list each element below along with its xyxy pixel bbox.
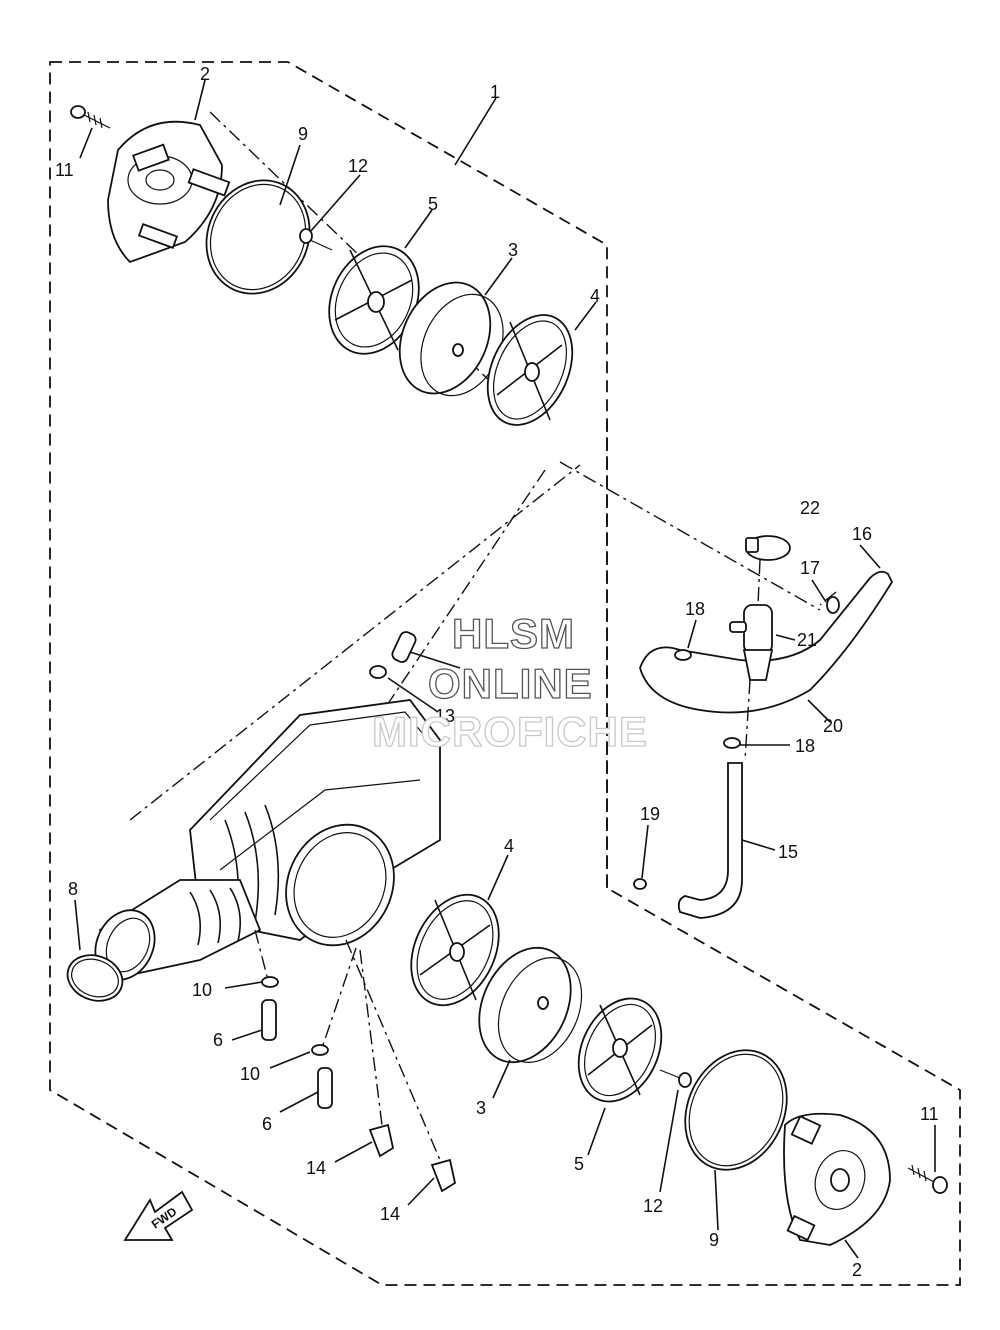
callout-1: 1 <box>490 82 500 102</box>
callout-17: 17 <box>800 558 820 578</box>
air-cleaner-cover-top[interactable] <box>107 120 231 264</box>
screw-11-lower[interactable] <box>907 1164 948 1194</box>
fwd-arrow-icon: FWD <box>123 1190 194 1241</box>
clip-10b[interactable] <box>311 1044 329 1056</box>
callout-3-top: 3 <box>508 240 518 260</box>
callout-4-lower: 4 <box>504 836 514 856</box>
callout-13: 13 <box>435 706 455 726</box>
callout-22: 22 <box>800 498 820 518</box>
o-ring-top[interactable] <box>188 163 328 310</box>
callout-15: 15 <box>778 842 798 862</box>
filter-element-lower[interactable] <box>462 933 598 1077</box>
callout-21: 21 <box>797 630 817 650</box>
drain-hose-6a[interactable] <box>261 999 277 1041</box>
callout-12-lower: 12 <box>643 1196 663 1216</box>
breather-hose-15[interactable] <box>677 762 743 919</box>
watermark-line-2: ONLINE <box>428 660 593 707</box>
leader-lines <box>74 79 936 1259</box>
screw-top[interactable] <box>70 105 111 129</box>
callout-12-top: 12 <box>348 156 368 176</box>
callout-16: 16 <box>852 524 872 544</box>
drain-plug-14a[interactable] <box>368 1123 395 1158</box>
element-holder-top[interactable] <box>471 301 589 438</box>
callout-labels: 1 2 11 9 12 5 3 4 22 16 17 18 21 20 18 1… <box>55 64 939 1280</box>
callout-14-b: 14 <box>380 1204 400 1224</box>
callout-9-lower: 9 <box>709 1230 719 1250</box>
callout-11-top: 11 <box>55 160 74 180</box>
callout-10-a: 10 <box>192 980 212 1000</box>
clip-13[interactable] <box>369 665 387 679</box>
callout-3-lower: 3 <box>476 1098 486 1118</box>
callout-6-a: 6 <box>213 1030 223 1050</box>
drain-hose-6b[interactable] <box>317 1067 333 1109</box>
callout-18-lower: 18 <box>795 736 815 756</box>
watermark-line-1: HLSM <box>452 610 575 657</box>
callout-8: 8 <box>68 879 78 899</box>
callout-6-b: 6 <box>262 1114 272 1134</box>
element-holder-lower[interactable] <box>394 881 516 1020</box>
hose-clamp-8[interactable] <box>61 948 129 1008</box>
clamp-22[interactable] <box>745 535 791 561</box>
breather-valve-21[interactable] <box>729 604 774 681</box>
air-cleaner-cover-lower[interactable] <box>783 1112 891 1246</box>
callout-19: 19 <box>640 804 660 824</box>
clip-19[interactable] <box>633 878 647 890</box>
watermark: HLSM ONLINE MICROFICHE <box>371 609 648 755</box>
breather-guide-lines <box>744 559 837 761</box>
hose-guide-lines <box>254 929 357 1049</box>
breather-hose-20[interactable] <box>639 570 894 714</box>
drain-plug-14b[interactable] <box>430 1158 457 1193</box>
plug-guide-lines <box>345 939 441 1161</box>
callout-20: 20 <box>823 716 843 736</box>
clip-18b[interactable] <box>723 737 741 749</box>
joint-7[interactable] <box>390 630 417 664</box>
assembly-boundary <box>49 61 961 1286</box>
clip-18a[interactable] <box>674 649 692 661</box>
callout-5-lower: 5 <box>574 1154 584 1174</box>
watermark-line-3: MICROFICHE <box>372 708 648 755</box>
clip-17[interactable] <box>826 596 840 614</box>
element-guide-lower[interactable] <box>563 985 678 1115</box>
screw-12-lower[interactable] <box>659 1069 692 1088</box>
callout-5-top: 5 <box>428 194 438 214</box>
callout-11-lower: 11 <box>920 1104 939 1124</box>
clip-10a[interactable] <box>261 976 279 988</box>
callout-2-lower: 2 <box>852 1260 862 1280</box>
callout-4-top: 4 <box>590 286 600 306</box>
callout-18-upper: 18 <box>685 599 705 619</box>
air-cleaner-case[interactable] <box>189 699 441 963</box>
callout-2-top: 2 <box>200 64 210 84</box>
o-ring-lower[interactable] <box>666 1034 805 1187</box>
callout-9-top: 9 <box>298 124 308 144</box>
screw-12-top[interactable] <box>299 228 333 251</box>
element-guide-top[interactable] <box>312 231 435 368</box>
callout-10-b: 10 <box>240 1064 260 1084</box>
callout-14-a: 14 <box>306 1158 326 1178</box>
